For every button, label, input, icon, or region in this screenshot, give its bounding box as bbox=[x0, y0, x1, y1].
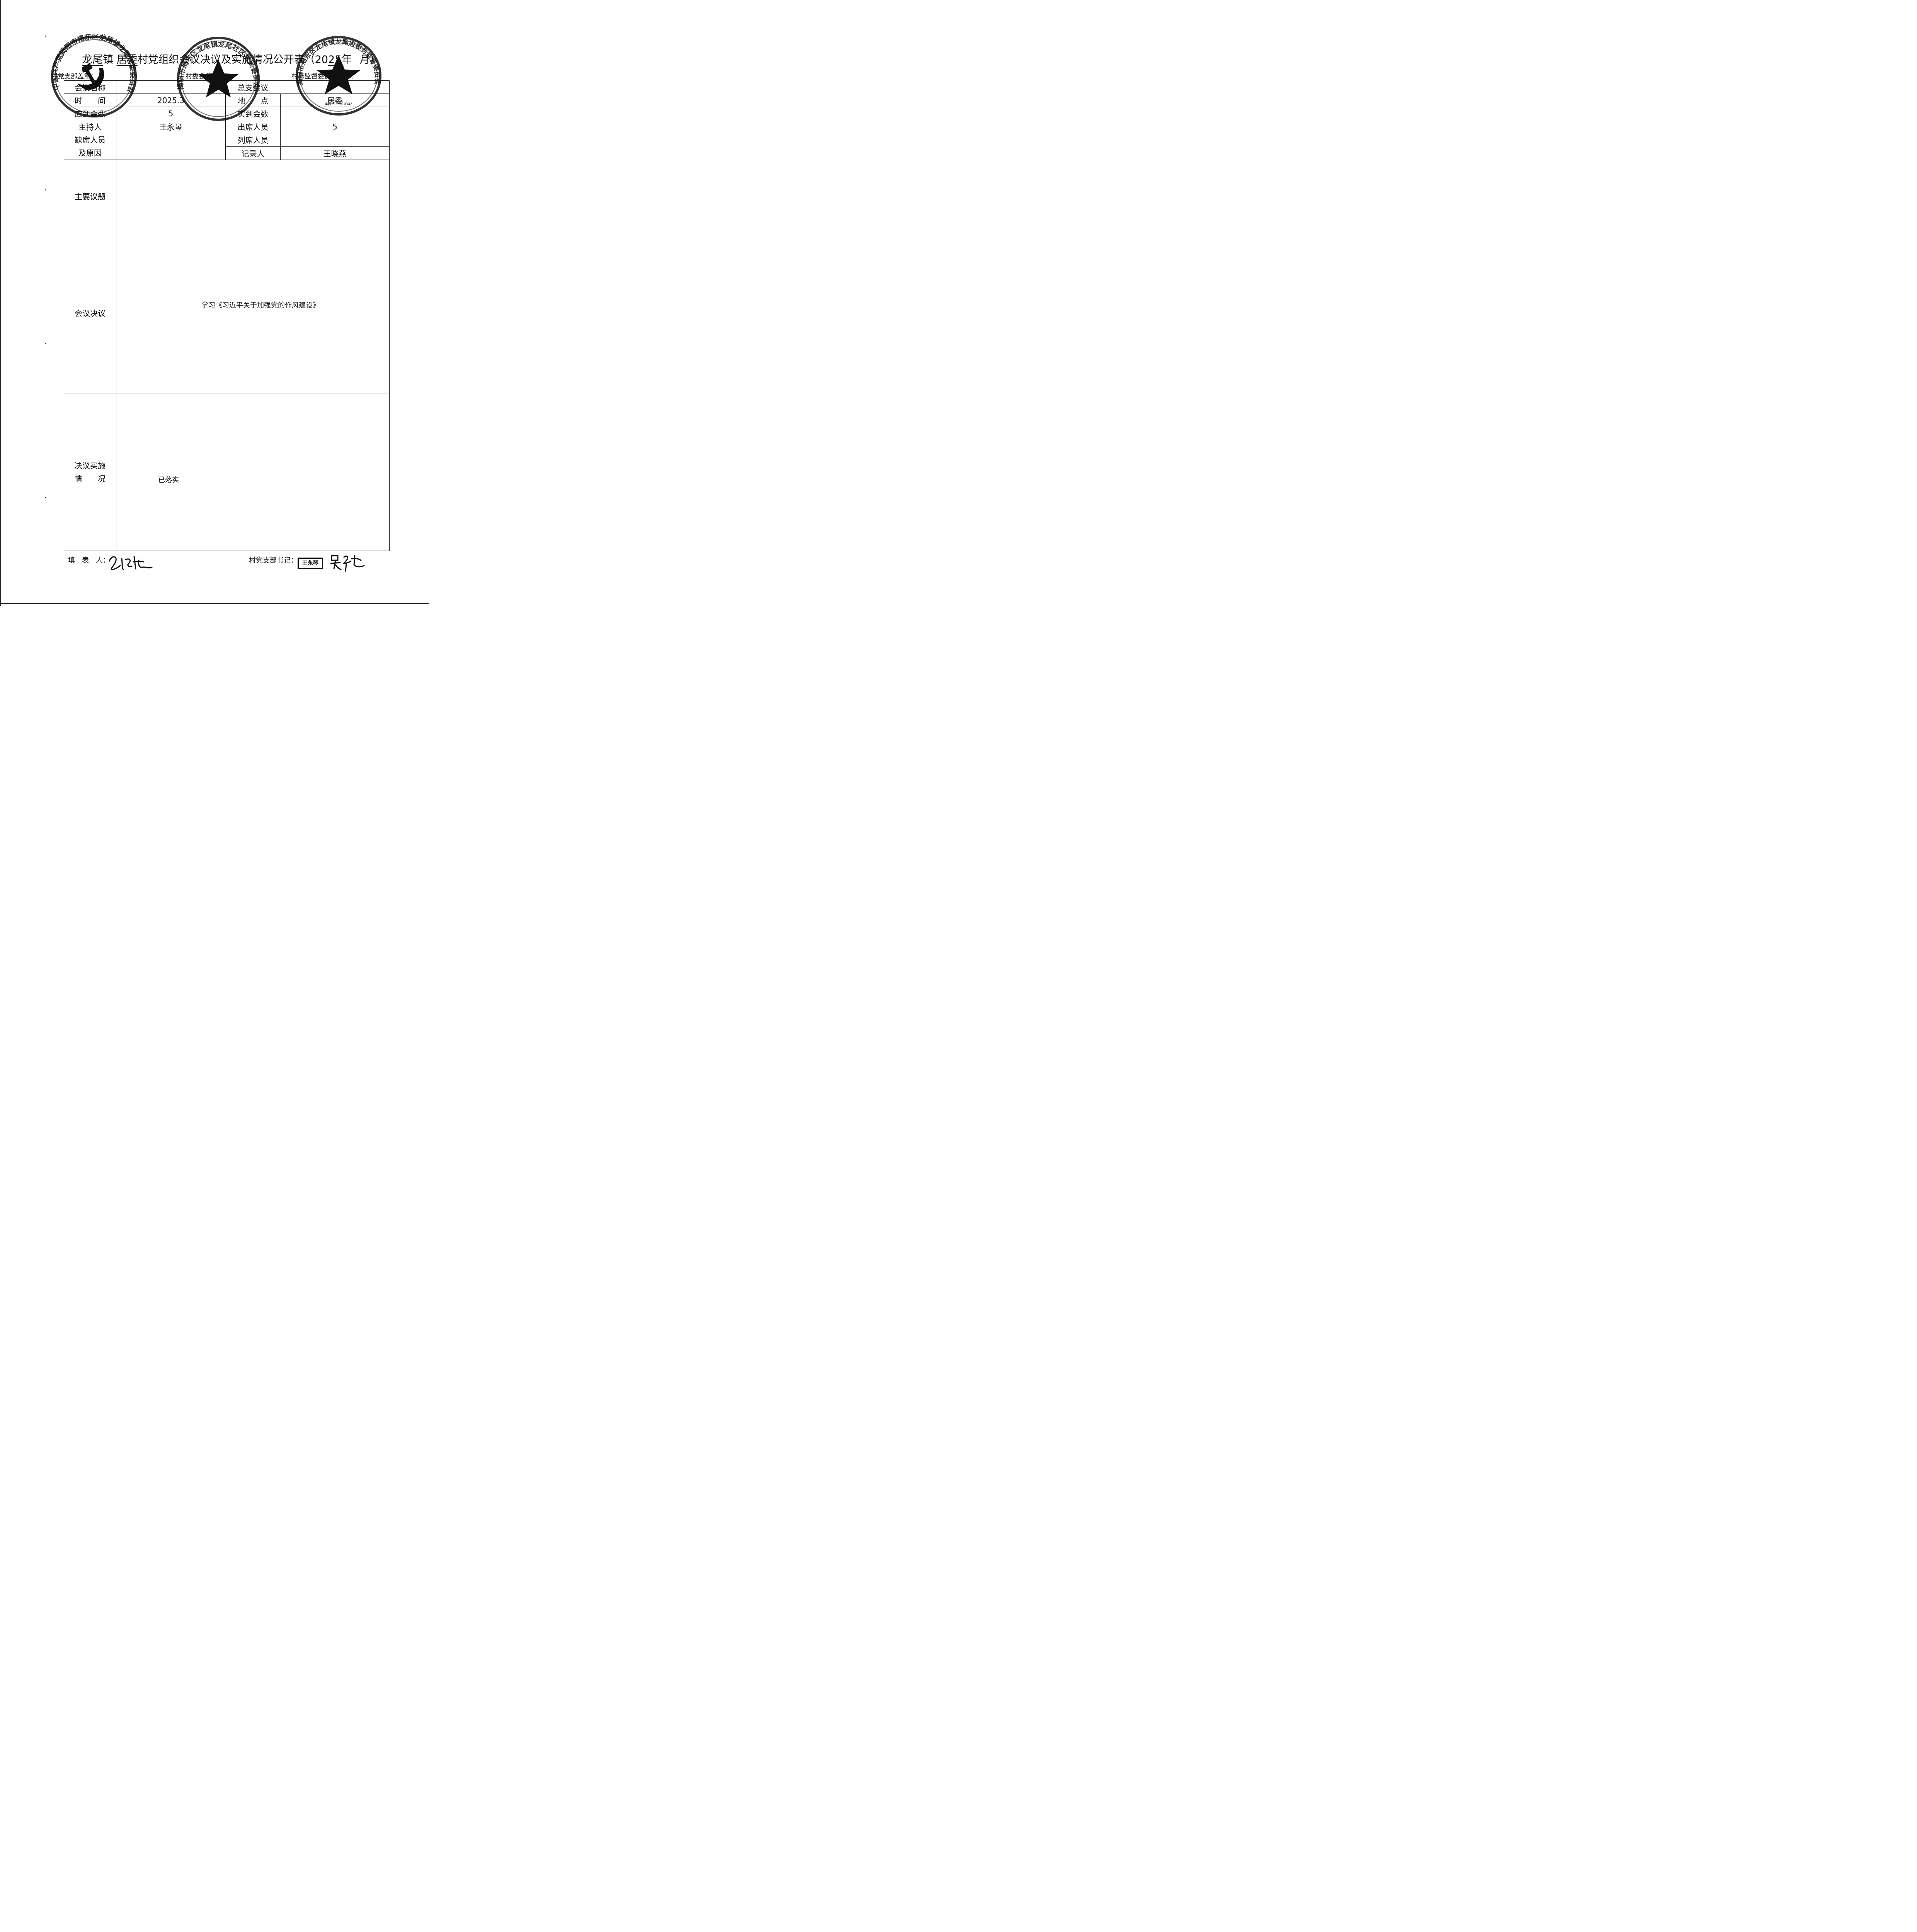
implementation-value: 已落实 bbox=[158, 476, 179, 484]
scan-speck bbox=[45, 343, 46, 344]
filler-signature bbox=[109, 556, 153, 570]
implementation-label-line2: 情 况 bbox=[75, 474, 106, 483]
table-row: 记录人 王晓燕 bbox=[64, 146, 390, 160]
scan-speck bbox=[45, 36, 46, 37]
table-row: 主要议题 bbox=[64, 160, 390, 232]
scan-edge-left bbox=[0, 0, 1, 606]
table-row: 主持人 王永琴 出席人员 5 bbox=[64, 120, 390, 133]
village-committee-seal: 揭阳市揭东区龙尾镇龙尾社区居民委员会 bbox=[176, 37, 260, 121]
host-value: 王永琴 bbox=[116, 120, 226, 133]
recorder-label: 记录人 bbox=[225, 146, 281, 160]
supervision-seal-serial: 4452230010342 bbox=[325, 102, 352, 106]
party-branch-seal-label: 村党支部盖章： bbox=[51, 73, 97, 80]
host-label: 主持人 bbox=[64, 120, 116, 133]
party-committee-seal: 中国共产党揭阳市揭东区龙尾镇龙尾居委委员会 bbox=[51, 34, 137, 117]
secretary-name-stamp: 王永琴 bbox=[298, 558, 323, 569]
recorder-value: 王晓燕 bbox=[280, 146, 390, 160]
absent-label: 缺席人员 及原因 bbox=[64, 133, 116, 160]
absent-label-line2: 及原因 bbox=[78, 148, 102, 158]
title-main: 村党组织会议决议及实施情况公开表（ bbox=[137, 54, 315, 66]
document-page: 龙尾镇 居委村党组织会议决议及实施情况公开表（2025年月） 村党支部盖章： 村… bbox=[0, 0, 429, 606]
resolution-value: 学习《习近平关于加强党的作风建设》 bbox=[201, 301, 320, 310]
implementation-cell: 已落实 bbox=[116, 393, 390, 551]
resolution-cell: 学习《习近平关于加强党的作风建设》 bbox=[116, 232, 390, 393]
topics-value bbox=[116, 160, 390, 232]
secretary-signature bbox=[330, 555, 365, 572]
title-town-suffix: 镇 bbox=[103, 54, 113, 66]
hammer-sickle-icon bbox=[78, 63, 104, 90]
table-row: 决议实施 情 况 已落实 bbox=[64, 393, 390, 551]
title-year-suffix: 年 bbox=[341, 54, 352, 66]
present-label: 出席人员 bbox=[225, 120, 281, 133]
topics-label: 主要议题 bbox=[64, 160, 116, 232]
star-icon bbox=[317, 55, 360, 94]
scan-speck bbox=[45, 189, 46, 190]
resolution-label: 会议决议 bbox=[64, 232, 116, 393]
filler-label: 填 表 人： bbox=[68, 556, 110, 565]
absent-label-line1: 缺席人员 bbox=[75, 135, 106, 145]
meeting-form-table: 会议名称 总支会议 时 间 2025.3 地 点 居委 应到会数 5 实到会数 … bbox=[64, 80, 390, 551]
table-row: 会议决议 学习《习近平关于加强党的作风建设》 bbox=[64, 232, 390, 393]
scan-speck bbox=[45, 497, 46, 498]
implementation-label-line1: 决议实施 bbox=[75, 461, 106, 470]
star-icon bbox=[198, 60, 238, 97]
title-town: 龙尾 bbox=[82, 54, 103, 66]
absent-value bbox=[116, 133, 226, 160]
implementation-label: 决议实施 情 况 bbox=[64, 393, 116, 551]
supervision-committee-seal: 揭阳市揭东区龙尾镇龙尾居委务监督委员会 4452230010342 bbox=[296, 36, 381, 116]
secretary-label: 村党支部书记： bbox=[249, 556, 298, 565]
observer-value bbox=[280, 133, 390, 147]
scan-edge-bottom bbox=[0, 603, 429, 604]
document-title: 龙尾镇 居委村党组织会议决议及实施情况公开表（2025年月） bbox=[82, 51, 399, 66]
table-row: 缺席人员 及原因 列席人员 bbox=[64, 133, 390, 160]
title-year-prefix: 20 bbox=[315, 54, 328, 66]
present-value: 5 bbox=[280, 120, 390, 133]
time-label: 时 间 bbox=[64, 94, 116, 107]
actual-attendance-label: 实到会数 bbox=[225, 107, 281, 120]
observer-label: 列席人员 bbox=[225, 133, 281, 147]
